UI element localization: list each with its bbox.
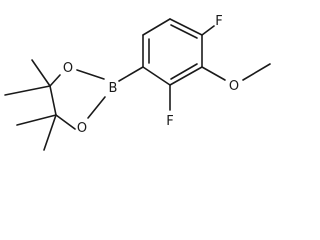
bond-c4-methoxy-oxygen <box>201 66 226 81</box>
bond-boron-oxygen-top <box>76 69 105 80</box>
bond-oxygen-bottom-carbon <box>55 114 76 130</box>
atom-label-ring-oxygen-bottom: O <box>77 121 87 136</box>
atom-label-methoxy-oxygen: O <box>229 79 239 94</box>
molecule-structure: F O F B O O <box>4 14 271 151</box>
atom-label-fluorine-top: F <box>215 14 222 29</box>
methyl-bond-1 <box>31 59 51 87</box>
ring-bond-c4-c5 <box>169 66 203 86</box>
benzene-ring <box>142 18 203 86</box>
dioxaborolane-ring <box>49 69 106 130</box>
ring-bond-c2-c3 <box>169 18 203 36</box>
bond-methoxy-oxygen-methyl <box>242 63 271 81</box>
atom-label-boron: B <box>109 81 118 96</box>
bond-c3-fluorine <box>201 25 215 36</box>
ring-bond-c1-c2 <box>142 18 171 36</box>
atom-label-fluorine-ortho: F <box>166 114 173 129</box>
bond-c6-boron <box>118 66 144 82</box>
atom-label-ring-oxygen-top: O <box>63 61 73 76</box>
ring-bond-c5-c6 <box>142 66 171 86</box>
methyl-bond-2 <box>4 85 51 96</box>
bond-boron-oxygen-bottom <box>87 96 106 119</box>
methyl-bond-4 <box>43 114 57 151</box>
bond-quaternary-carbons <box>49 85 57 116</box>
ring-bond-c2-c3-inner <box>170 24 198 39</box>
ring-bond-c4-c5-inner <box>170 63 198 80</box>
methyl-bond-3 <box>16 114 57 126</box>
bond-oxygen-top-carbon <box>49 74 61 87</box>
